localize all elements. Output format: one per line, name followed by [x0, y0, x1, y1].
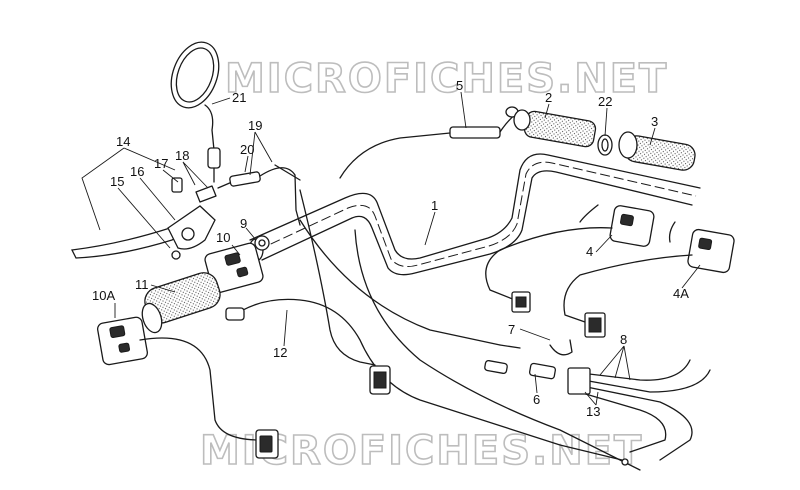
callout-9: 9: [240, 216, 247, 231]
callout-18: 18: [175, 148, 189, 163]
right-switches: [485, 204, 735, 338]
callout-17: 17: [154, 156, 168, 171]
callout-6: 6: [533, 392, 540, 407]
switch-10A: [96, 316, 279, 459]
left-switch-and-grip: [141, 164, 301, 334]
callout-22: 22: [598, 94, 612, 109]
watermark-top: MICROFICHES.NET: [225, 56, 668, 102]
callout-labels: 1 2 3 4 4A 5 6 7 8 9 10 10A 11 12 13 14 …: [92, 78, 689, 419]
callout-15: 15: [110, 174, 124, 189]
callout-14: 14: [116, 134, 130, 149]
callout-16: 16: [130, 164, 144, 179]
callout-10A: 10A: [92, 288, 115, 303]
callout-11: 11: [135, 277, 149, 292]
throttle-assembly: [339, 106, 696, 179]
callout-4A: 4A: [673, 286, 689, 301]
callout-2: 2: [545, 90, 552, 105]
callout-10: 10: [216, 230, 230, 245]
callout-12: 12: [273, 345, 287, 360]
clutch-lever-assembly: [71, 177, 233, 260]
callout-13: 13: [586, 404, 600, 419]
callout-1: 1: [431, 198, 438, 213]
callout-20: 20: [240, 142, 254, 157]
callout-8: 8: [620, 332, 627, 347]
callout-21: 21: [232, 90, 246, 105]
small-parts: [484, 339, 711, 461]
cables: [225, 189, 641, 471]
callout-7: 7: [508, 322, 515, 337]
callout-4: 4: [586, 244, 593, 259]
callout-19: 19: [248, 118, 262, 133]
callout-5: 5: [456, 78, 463, 93]
leader-lines: [81, 91, 701, 406]
mirror: [170, 41, 221, 183]
callout-3: 3: [651, 114, 658, 129]
